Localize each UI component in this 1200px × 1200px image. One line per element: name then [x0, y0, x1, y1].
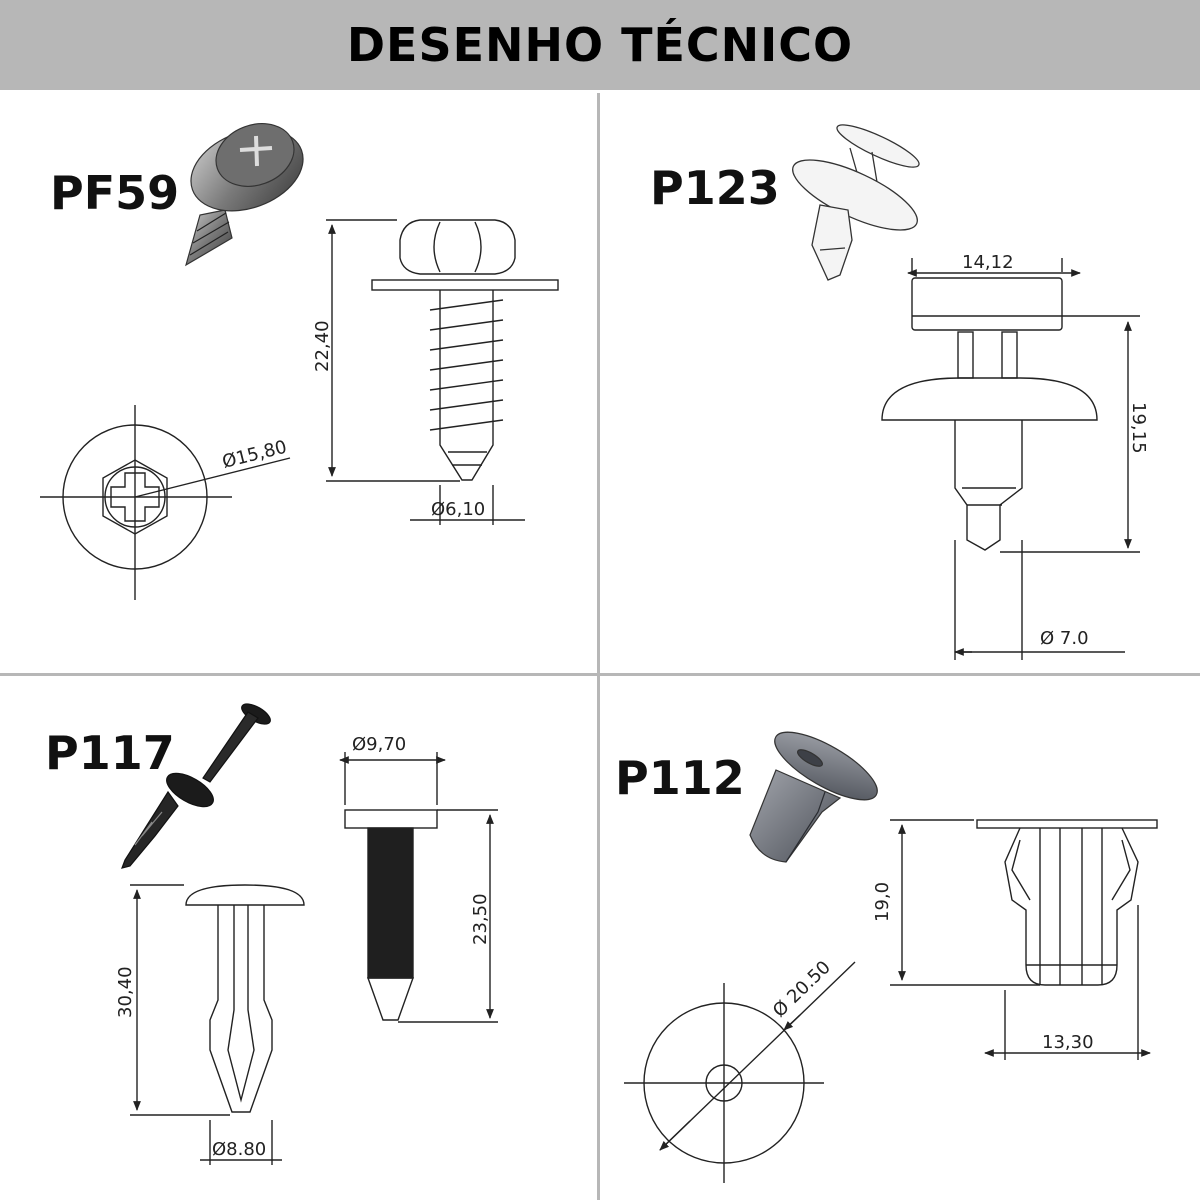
- p123-dim-head-width: 14,12: [962, 252, 1014, 273]
- p117-dim-pin-diameter: Ø9,70: [352, 734, 406, 755]
- p112-photo: [749, 731, 878, 863]
- pf59-photo: [185, 123, 304, 267]
- p117-dim-body-diameter: Ø8.80: [212, 1139, 266, 1160]
- p117-dim-body-height: 30,40: [115, 966, 136, 1018]
- vertical-divider: [597, 93, 600, 1200]
- p123-side-view: [881, 258, 1140, 660]
- pf59-dim-height: 22,40: [312, 320, 333, 372]
- part-code-p117: P117: [45, 726, 175, 780]
- part-code-pf59: PF59: [50, 166, 180, 220]
- p112-top-view: [624, 961, 856, 1183]
- p123-dim-diameter: Ø 7.0: [1040, 628, 1089, 649]
- page-title: DESENHO TÉCNICO: [346, 18, 854, 72]
- p117-photo: [121, 703, 271, 869]
- part-code-p112: P112: [615, 751, 745, 805]
- p112-dim-diameter: Ø 20.50: [769, 957, 835, 1022]
- pf59-head-view: [40, 405, 291, 600]
- p117-body-view: [130, 884, 305, 1165]
- pf59-side-view: [326, 219, 559, 525]
- pf59-dim-shank-diameter: Ø6,10: [431, 499, 485, 520]
- p112-dim-width: 13,30: [1042, 1032, 1094, 1053]
- horizontal-divider: [0, 673, 1200, 676]
- p112-side-view: [890, 819, 1158, 1060]
- p117-pin-view: [339, 752, 498, 1023]
- p123-photo: [792, 124, 920, 281]
- part-code-p123: P123: [650, 161, 780, 215]
- title-bar: DESENHO TÉCNICO: [0, 0, 1200, 90]
- p117-dim-pin-height: 23,50: [470, 893, 491, 945]
- p112-dim-height: 19,0: [872, 882, 893, 922]
- p123-dim-height: 19,15: [1128, 402, 1149, 454]
